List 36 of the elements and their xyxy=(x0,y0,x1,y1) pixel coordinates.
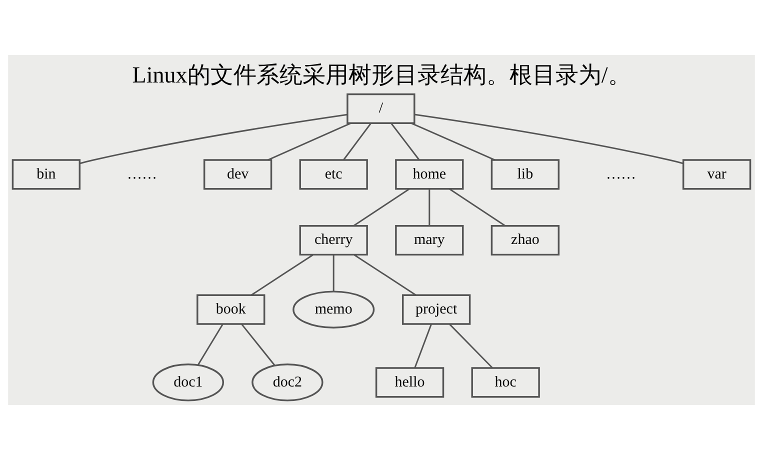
connector xyxy=(354,254,416,296)
node-ellipse: memo xyxy=(292,290,375,328)
node-box: var xyxy=(682,158,752,190)
node-box: dev xyxy=(203,158,272,190)
connector xyxy=(428,188,430,226)
node-box: lib xyxy=(490,158,560,190)
label: …… xyxy=(606,166,636,182)
node-box: mary xyxy=(395,224,464,256)
connector xyxy=(80,113,348,164)
connector xyxy=(343,122,372,160)
connector xyxy=(390,122,420,160)
diagram-title: Linux的文件系统采用树形目录结构。根目录为/。 xyxy=(132,61,631,88)
node-box: / xyxy=(346,92,416,124)
connector xyxy=(353,188,410,226)
label: …… xyxy=(126,166,157,182)
node-box: cherry xyxy=(299,224,368,256)
connector xyxy=(332,254,334,292)
connector xyxy=(267,122,352,160)
node-box: hello xyxy=(375,366,444,398)
connector xyxy=(250,254,314,296)
node-box: etc xyxy=(299,158,368,190)
node-box: home xyxy=(395,158,464,190)
connector xyxy=(198,323,224,365)
connector xyxy=(449,323,493,368)
node-ellipse: doc1 xyxy=(152,363,224,401)
node-box: zhao xyxy=(490,224,560,256)
node-box: hoc xyxy=(471,366,540,398)
node-ellipse: doc2 xyxy=(252,363,324,401)
node-box: book xyxy=(196,294,266,324)
connector xyxy=(414,113,684,164)
node-box: project xyxy=(402,294,471,324)
node-box: bin xyxy=(12,158,81,190)
connector xyxy=(410,122,496,160)
connector xyxy=(449,188,506,226)
connector xyxy=(414,324,432,368)
connector xyxy=(241,323,276,366)
